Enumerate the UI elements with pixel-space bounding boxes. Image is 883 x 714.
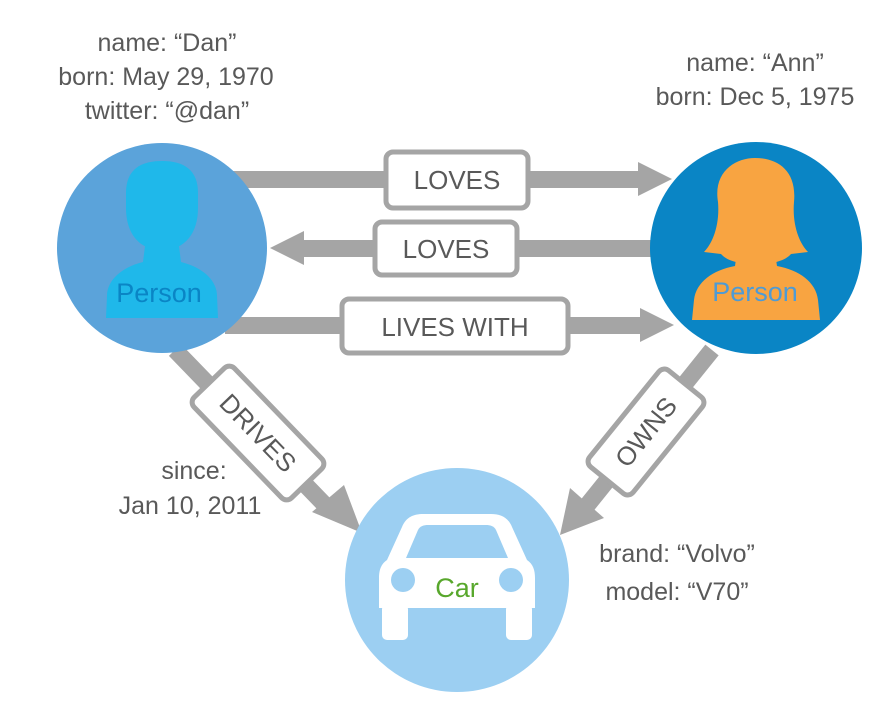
property-text: name: “Dan”	[98, 29, 237, 57]
drives-label: DRIVES	[189, 363, 327, 503]
property-text: born: May 29, 1970	[58, 63, 273, 91]
relationship-text: LOVES	[414, 165, 501, 195]
relationship-text: LIVES WITH	[381, 312, 528, 342]
property-text: brand: “Volvo”	[599, 540, 755, 568]
ann-properties: name: “Ann” born: Dec 5, 1975	[656, 49, 855, 111]
arrowhead-icon	[638, 162, 672, 196]
arrowhead-icon	[560, 488, 604, 535]
property-text: Jan 10, 2011	[119, 492, 262, 520]
arrowhead-icon	[270, 231, 304, 265]
property-text: model: “V70”	[605, 578, 748, 606]
owns-label: OWNS	[585, 366, 707, 498]
node-label: Person	[712, 277, 798, 307]
property-text: born: Dec 5, 1975	[656, 83, 855, 111]
lives-with-label: LIVES WITH	[339, 296, 571, 356]
person-male-icon	[106, 161, 218, 318]
loves-label-dan-to-ann: LOVES	[383, 149, 531, 211]
car-icon	[379, 514, 535, 640]
arrowhead-icon	[312, 485, 362, 533]
drives-properties: since: Jan 10, 2011	[119, 457, 262, 520]
node-person-dan: Person	[57, 143, 267, 353]
loves-label-ann-to-dan: LOVES	[372, 219, 520, 278]
node-label: Person	[116, 278, 202, 308]
node-car: Car	[345, 468, 569, 692]
property-text: twitter: “@dan”	[85, 97, 249, 125]
property-text: since:	[161, 457, 226, 485]
node-label: Car	[435, 573, 479, 603]
relationship-text: LOVES	[403, 234, 490, 264]
person-female-icon	[692, 158, 820, 320]
node-person-ann: Person	[650, 142, 862, 354]
car-properties: brand: “Volvo” model: “V70”	[599, 540, 755, 606]
arrowhead-icon	[640, 308, 674, 342]
dan-properties: name: “Dan” born: May 29, 1970 twitter: …	[58, 29, 273, 125]
property-text: name: “Ann”	[686, 49, 824, 77]
